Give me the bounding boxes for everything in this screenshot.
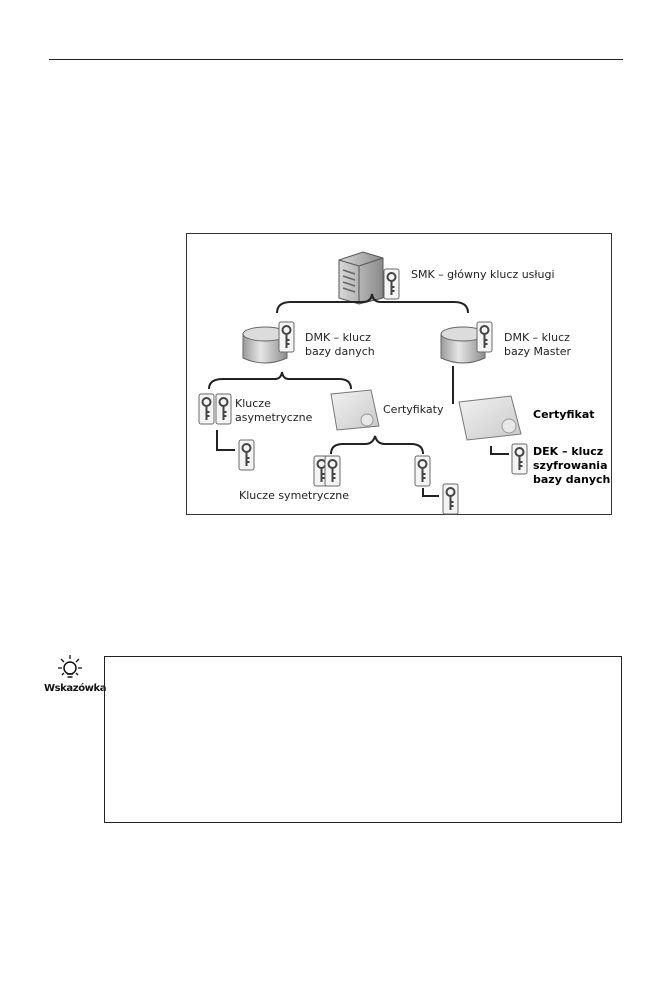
hint-label: Wskazówka <box>44 683 107 694</box>
cert-key-icon-2 <box>324 455 341 487</box>
header-rule <box>49 59 623 60</box>
certificate-card-icon <box>330 389 380 431</box>
smk-key-icon <box>383 268 400 300</box>
hint-box <box>104 656 622 823</box>
asym-connector <box>216 430 235 451</box>
diagram-graphics <box>198 251 528 515</box>
master-certificate-card-icon <box>458 395 522 441</box>
server-icon <box>338 251 384 305</box>
dek-label: DEK – klucz szyfrowania bazy danych <box>533 445 611 486</box>
certificate-label: Certyfikat <box>533 408 595 421</box>
cert-key-icon-4 <box>442 483 459 515</box>
db-brace <box>208 371 352 390</box>
asym-key-icon-2 <box>215 393 232 425</box>
certificates-label: Certyfikaty <box>383 403 444 416</box>
sym-key-icon <box>238 439 255 471</box>
dmk-master-key-icon <box>476 321 493 353</box>
smk-label: SMK – główny klucz usługi <box>411 268 555 281</box>
asym-keys-label: Klucze asymetryczne <box>235 397 313 424</box>
lightbulb-icon <box>58 655 82 678</box>
dek-connector <box>490 446 509 455</box>
dmk-master-label: DMK – klucz bazy Master <box>504 331 572 358</box>
cert-key-icon-3 <box>414 455 431 487</box>
dmk-db-label: DMK – klucz bazy danych <box>305 331 375 358</box>
database-cylinder-icon <box>242 326 288 364</box>
cert-brace <box>330 435 424 455</box>
dek-key-icon <box>511 443 528 475</box>
cert-key-connector <box>422 488 439 497</box>
sym-keys-label: Klucze symetryczne <box>239 489 349 502</box>
top-brace <box>276 293 469 314</box>
asym-key-icon-1 <box>198 393 215 425</box>
encryption-hierarchy-diagram: SMK – główny klucz usługi DMK – klucz ba… <box>186 233 612 515</box>
dmk-db-key-icon <box>278 321 295 353</box>
